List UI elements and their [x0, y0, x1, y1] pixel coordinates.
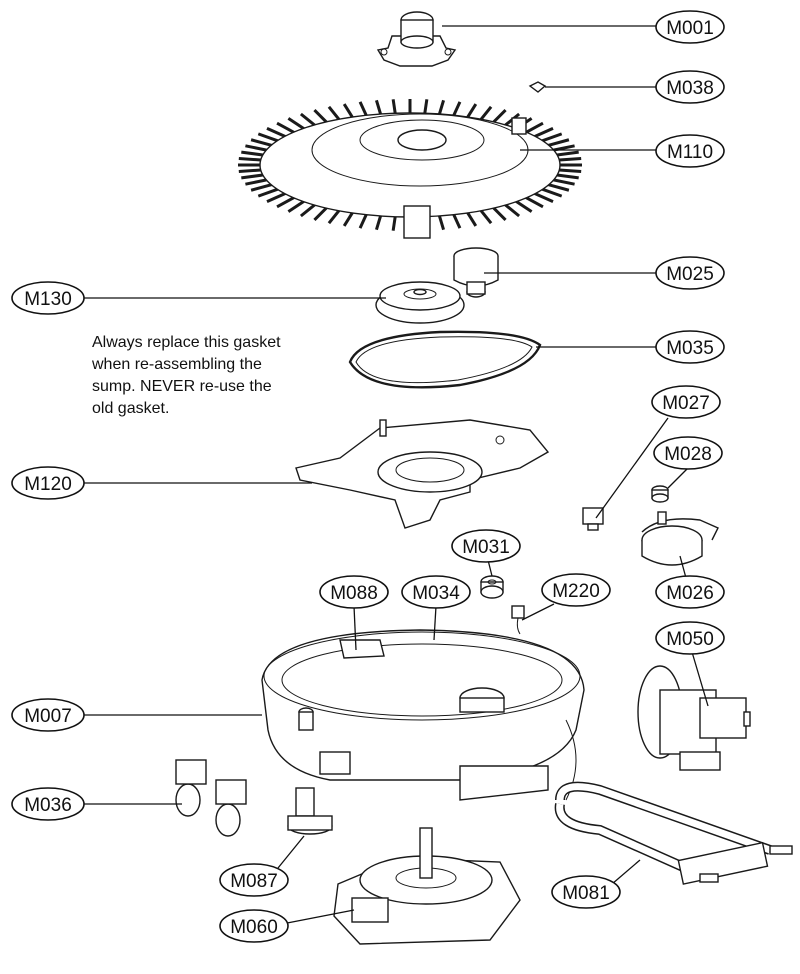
svg-text:M087: M087 — [230, 871, 278, 892]
svg-text:M031: M031 — [462, 537, 510, 558]
callout-m025: M025 — [655, 256, 725, 290]
callout-m130: M130 — [11, 281, 85, 315]
svg-text:M034: M034 — [412, 583, 460, 604]
filter-fin — [554, 150, 579, 157]
callout-m036: M036 — [11, 787, 85, 821]
filter-fin — [266, 126, 288, 139]
part-m120-sump-cover — [295, 419, 550, 529]
note-line: when re-assembling the — [92, 356, 262, 373]
callout-m088: M088 — [319, 575, 389, 609]
filter-fin — [276, 195, 297, 209]
filter-fin — [523, 195, 544, 209]
part-m026-motor — [641, 511, 719, 566]
callout-m031: M031 — [451, 529, 521, 563]
svg-text:M025: M025 — [666, 264, 714, 285]
part-m007-sump — [261, 629, 585, 801]
part-m036-clamps — [175, 759, 247, 837]
svg-text:M035: M035 — [666, 338, 714, 359]
callout-m060: M060 — [219, 909, 289, 943]
filter-fin — [250, 138, 274, 148]
part-m130-impeller — [375, 281, 465, 324]
part-m081-heater — [554, 781, 793, 885]
filter-fin — [546, 138, 570, 148]
svg-text:M088: M088 — [330, 583, 378, 604]
callout-m087: M087 — [219, 863, 289, 897]
note-line: Always replace this gasket — [92, 334, 281, 351]
filter-fin — [546, 182, 570, 192]
part-m110-filter-assembly — [238, 99, 582, 239]
part-m025-cup — [453, 247, 499, 298]
part-m035-gasket — [348, 330, 542, 389]
filter-fin — [554, 173, 579, 180]
svg-text:M050: M050 — [666, 629, 714, 650]
filter-fin — [557, 157, 582, 162]
filter-fin — [238, 168, 263, 173]
svg-text:M027: M027 — [662, 393, 710, 414]
filter-fin — [250, 182, 274, 192]
leader-lines — [84, 25, 709, 925]
part-m031-seal — [480, 575, 504, 599]
part-m220-connector — [511, 605, 525, 635]
note-line: old gasket. — [92, 400, 170, 417]
svg-text:M081: M081 — [562, 883, 610, 904]
svg-text:M060: M060 — [230, 917, 278, 938]
svg-text:M028: M028 — [664, 444, 712, 465]
callout-m027: M027 — [651, 385, 721, 419]
callout-m001: M001 — [655, 10, 725, 44]
part-m050-drain-pump — [637, 665, 751, 771]
filter-fin — [287, 117, 307, 131]
filter-fin — [540, 132, 563, 143]
svg-text:M220: M220 — [552, 581, 600, 602]
svg-text:M110: M110 — [667, 142, 713, 163]
filter-fin — [266, 191, 288, 204]
callout-m110: M110 — [655, 134, 725, 168]
callout-m038: M038 — [655, 70, 725, 104]
callout-m007: M007 — [11, 698, 85, 732]
filter-fin — [532, 126, 554, 139]
filter-fin — [551, 178, 575, 186]
svg-text:M120: M120 — [24, 474, 72, 495]
callout-m050: M050 — [655, 621, 725, 655]
svg-text:M026: M026 — [666, 583, 714, 604]
filter-fin — [276, 121, 297, 135]
svg-text:M038: M038 — [666, 78, 714, 99]
part-m028-plug — [651, 485, 669, 503]
svg-text:M130: M130 — [24, 289, 72, 310]
callout-m120: M120 — [11, 466, 85, 500]
filter-fin — [523, 121, 544, 135]
callout-m034: M034 — [401, 575, 471, 609]
filter-fin — [238, 157, 263, 162]
callout-m028: M028 — [653, 436, 723, 470]
filter-fin — [257, 187, 280, 198]
callout-m081: M081 — [551, 875, 621, 909]
callout-m220: M220 — [541, 573, 611, 607]
filter-fin — [287, 199, 307, 213]
filter-fin — [245, 178, 269, 186]
filter-fin — [245, 144, 269, 152]
filter-fin — [257, 132, 280, 143]
filter-fin — [299, 112, 318, 128]
filter-fin — [241, 173, 266, 180]
filter-fin — [502, 202, 521, 218]
part-m038-clip — [528, 81, 547, 93]
part-m027-switch — [582, 507, 604, 531]
svg-text:M036: M036 — [24, 795, 72, 816]
filter-fin — [540, 187, 563, 198]
svg-text:M007: M007 — [24, 706, 72, 727]
filter-fin — [241, 150, 266, 157]
part-m001-cap — [376, 11, 457, 67]
filter-fin — [557, 168, 582, 173]
filter-fin — [299, 202, 318, 218]
filter-fin — [532, 191, 554, 204]
callout-m026: M026 — [655, 575, 725, 609]
part-m087-connector — [287, 787, 333, 835]
gasket-replacement-note: Always replace this gasket when re-assem… — [92, 332, 332, 420]
note-line: sump. NEVER re-use the — [92, 378, 272, 395]
filter-fin — [513, 199, 533, 213]
callout-m035: M035 — [655, 330, 725, 364]
svg-text:M001: M001 — [666, 18, 714, 39]
part-m060-wash-motor — [333, 827, 521, 945]
